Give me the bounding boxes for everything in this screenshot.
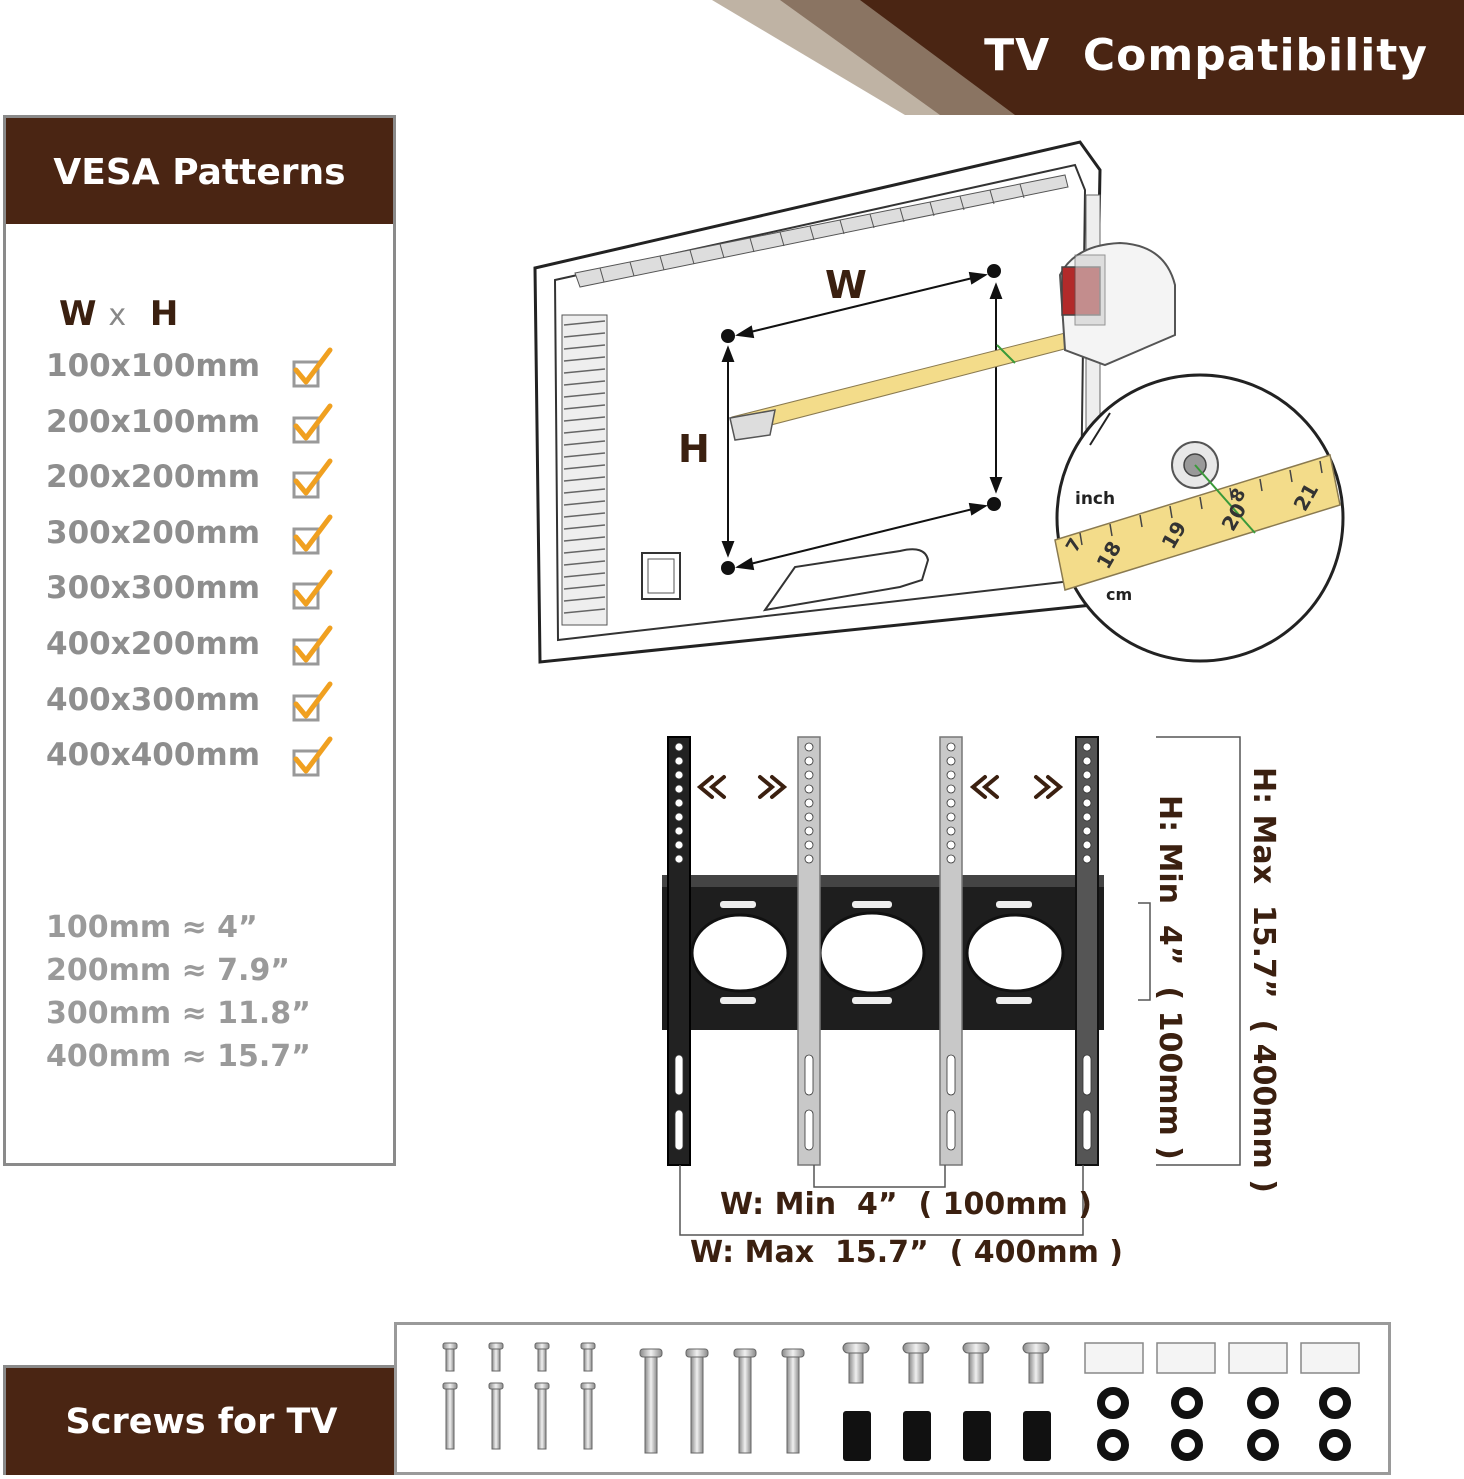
pattern-label: 400x200mm (46, 625, 261, 662)
vesa-heading-bar: VESA Patterns (6, 118, 393, 224)
pattern-label: 400x400mm (46, 737, 261, 774)
pattern-row: 300x200mm (46, 511, 376, 567)
check-icon (292, 625, 333, 666)
vesa-panel: VESA Patterns W x H 100x100mm 200x100mm 20… (3, 115, 396, 1166)
h-max-label: H: Max 15.7” ( 400mm ) (1246, 767, 1281, 1193)
x-letter: x (108, 298, 127, 333)
check-icon (292, 736, 333, 777)
pattern-label: 100x100mm (46, 348, 261, 384)
screws-panel (394, 1322, 1391, 1475)
inch-label: inch (1075, 489, 1116, 509)
pattern-row: 400x300mm (46, 678, 376, 734)
pattern-row: 200x100mm (46, 400, 376, 456)
vesa-heading: VESA Patterns (53, 152, 346, 193)
tv-back-diagram: W H inch cm 18 19 20 21 8 7 (520, 135, 1380, 684)
check-icon (292, 514, 333, 555)
screws-heading: Screws for TV (65, 1402, 338, 1442)
check-icon (292, 569, 333, 610)
pattern-row: 400x400mm (46, 733, 376, 789)
pattern-label: 200x200mm (46, 459, 261, 496)
header-band: TV Compatibility (0, 0, 1464, 115)
pattern-label: 400x300mm (46, 681, 261, 718)
mount-illustration (662, 736, 1241, 1236)
tv-height-label: H (678, 427, 710, 471)
check-icon (292, 458, 333, 499)
pattern-label: 200x100mm (46, 403, 261, 440)
pattern-label: 300x300mm (46, 570, 261, 607)
pattern-row: 200x200mm (46, 455, 376, 511)
page-title: TV Compatibility (984, 30, 1428, 81)
wxh-label: W x H (59, 294, 178, 334)
pattern-row: 100x100mm (46, 344, 376, 400)
pattern-list: 100x100mm 200x100mm 200x200mm 300x200mm 300x… (46, 344, 376, 789)
conversion-list: 100mm ≈ 4” 200mm ≈ 7.9” 300mm ≈ 11.8” 400mm… (46, 910, 311, 1082)
h-min-label: H: Min 4” ( 100mm ) (1152, 795, 1187, 1160)
w-min-label: W: Min 4” ( 100mm ) (720, 1187, 1092, 1222)
pattern-label: 300x200mm (46, 514, 261, 551)
tv-width-label: W (825, 263, 867, 307)
screws-illustration (442, 1342, 1360, 1461)
header-graphic (712, 0, 1464, 115)
check-icon (292, 681, 333, 722)
mount-diagram: W: Min 4” ( 100mm ) W: Max 15.7” ( 400mm… (640, 725, 1300, 1289)
check-icon (292, 403, 333, 444)
conversion-row: 300mm ≈ 11.8” (46, 996, 311, 1031)
conversion-row: 400mm ≈ 15.7” (46, 1039, 311, 1074)
check-icon (292, 347, 333, 388)
pattern-row: 300x300mm (46, 566, 376, 622)
tv-illustration (533, 140, 1345, 664)
w-letter: W (59, 294, 97, 334)
w-max-label: W: Max 15.7” ( 400mm ) (690, 1235, 1124, 1270)
h-letter: H (149, 294, 179, 334)
cm-label: cm (1106, 585, 1133, 604)
screws-heading-bar: Screws for TV (3, 1365, 394, 1475)
conversion-row: 100mm ≈ 4” (46, 910, 258, 945)
pattern-row: 400x200mm (46, 622, 376, 678)
conversion-row: 200mm ≈ 7.9” (46, 953, 291, 988)
